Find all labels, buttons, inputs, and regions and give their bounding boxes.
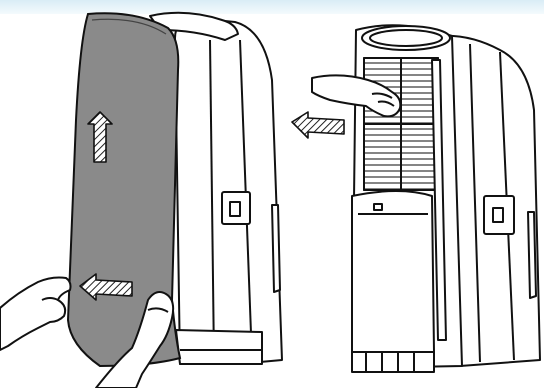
arrow-left-icon xyxy=(292,112,344,138)
hand-icon xyxy=(0,278,71,351)
right-unit xyxy=(352,25,540,372)
